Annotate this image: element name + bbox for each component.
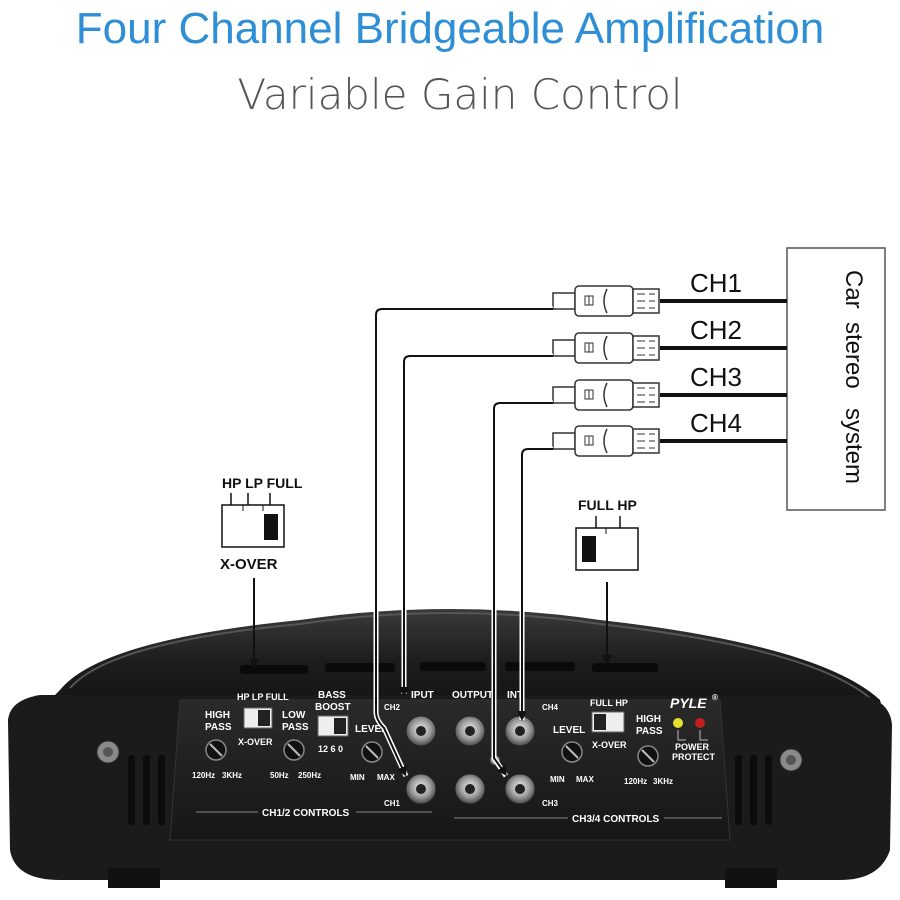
level-min-right: MIN [550, 775, 565, 784]
ch34-controls: LEVEL MIN MAX FULL HP X-OVER HIGH PASS 1… [454, 693, 722, 825]
low-pass-knob[interactable] [283, 739, 305, 761]
channel-label-4: CH4 [690, 408, 742, 438]
rca-plug-4 [552, 425, 660, 457]
car-stereo-box [786, 247, 886, 511]
stereo-line-car: Car [840, 270, 867, 309]
rca-jack-ch4-input[interactable] [504, 715, 536, 747]
high-pass-max-right: 3KHz [653, 777, 673, 786]
xover-callout-left: HP LP FULL X-OVER [220, 475, 303, 669]
bass-boost-label-bottom: BOOST [315, 702, 351, 713]
screw-left-icon [96, 740, 120, 764]
diagram-subtitle: Variable Gain Control [237, 70, 683, 119]
level-max-left: MAX [377, 773, 395, 782]
rca-jack-output-top[interactable] [454, 715, 486, 747]
channel-label-3: CH3 [690, 362, 742, 392]
xover-callout-right: FULL HP [575, 497, 639, 665]
rca-jack-output-bottom[interactable] [454, 773, 486, 805]
xover-label-left: X-OVER [220, 556, 278, 573]
jack-label-ch3: CH3 [542, 799, 559, 808]
low-pass-label-bottom: PASS [282, 722, 309, 733]
high-pass-max: 3KHz [222, 771, 242, 780]
low-pass-label-top: LOW [282, 710, 306, 721]
rca-jack-panel: IPUT OUTPUT INT CH2 CH4 CH1 CH3 [384, 690, 559, 808]
level-max-right: MAX [576, 775, 594, 784]
ch34-controls-label: CH3/4 CONTROLS [572, 814, 660, 825]
level-knob-right[interactable] [561, 741, 583, 763]
level-label-right: LEVEL [553, 725, 585, 736]
channel-label-1: CH1 [690, 268, 742, 298]
ch12-controls-label: CH1/2 CONTROLS [262, 808, 350, 819]
rca-jack-ch2-input[interactable] [405, 715, 437, 747]
high-pass-min: 120Hz [192, 771, 215, 780]
input-label-right: INT [507, 690, 523, 701]
level-knob-left[interactable] [361, 741, 383, 763]
high-pass-min-right: 120Hz [624, 777, 647, 786]
bass-boost-label-top: BASS [318, 690, 346, 701]
amplifier [8, 609, 892, 888]
power-led-icon [673, 718, 683, 728]
high-pass-label-top-right: HIGH [636, 714, 661, 725]
car-stereo-label: Car stereo system [840, 270, 867, 484]
xover-positions-right-panel: FULL HP [590, 698, 628, 708]
power-label: POWER [675, 742, 710, 752]
rca-plug-1 [552, 285, 660, 317]
high-pass-knob-right[interactable] [637, 745, 659, 767]
jack-label-ch1: CH1 [384, 799, 401, 808]
brand-logo: PYLE ® [670, 693, 718, 711]
signal-wires [373, 306, 553, 778]
brand-name: PYLE [670, 695, 707, 711]
xover-label-right-panel: X-OVER [592, 740, 627, 750]
rca-plug-2 [552, 332, 660, 364]
jack-label-ch4: CH4 [542, 703, 559, 712]
rca-jack-ch3-input[interactable] [504, 773, 536, 805]
xover-positions-right: FULL HP [578, 497, 637, 513]
high-pass-label-bottom: PASS [205, 722, 232, 733]
high-pass-label-bottom-right: PASS [636, 726, 663, 737]
level-min-left: MIN [350, 773, 365, 782]
jack-label-ch2: CH2 [384, 703, 401, 712]
stereo-line-system: system [840, 408, 867, 484]
xover-positions-left-panel: HP LP FULL [237, 692, 289, 702]
input-label-left: IPUT [411, 690, 434, 701]
low-pass-min: 50Hz [270, 771, 289, 780]
stereo-line-stereo: stereo [840, 322, 867, 389]
rca-plug-3 [552, 379, 660, 411]
xover-switch-right-panel[interactable] [591, 711, 625, 733]
xover-label-left-panel: X-OVER [238, 737, 273, 747]
xover-positions-left: HP LP FULL [222, 475, 303, 491]
channel-label-2: CH2 [690, 315, 742, 345]
low-pass-max: 250Hz [298, 771, 321, 780]
rca-jack-ch1-input[interactable] [405, 773, 437, 805]
high-pass-label-top: HIGH [205, 710, 230, 721]
level-label-left: LEVEL [355, 724, 387, 735]
bass-boost-switch[interactable] [317, 715, 349, 737]
output-label: OUTPUT [452, 690, 493, 701]
protect-label: PROTECT [672, 752, 716, 762]
diagram-title: Four Channel Bridgeable Amplification [75, 4, 825, 53]
protect-led-icon [695, 718, 705, 728]
high-pass-knob-left[interactable] [205, 739, 227, 761]
ch12-controls: HIGH PASS 120Hz 3KHz HP LP FULL X-OVER L… [192, 690, 432, 819]
brand-mark: ® [712, 693, 718, 702]
xover-switch-left-panel[interactable] [243, 707, 273, 729]
stereo-cables [660, 299, 787, 443]
bass-boost-values: 12 6 0 [318, 744, 343, 754]
screw-right-icon [779, 748, 803, 772]
